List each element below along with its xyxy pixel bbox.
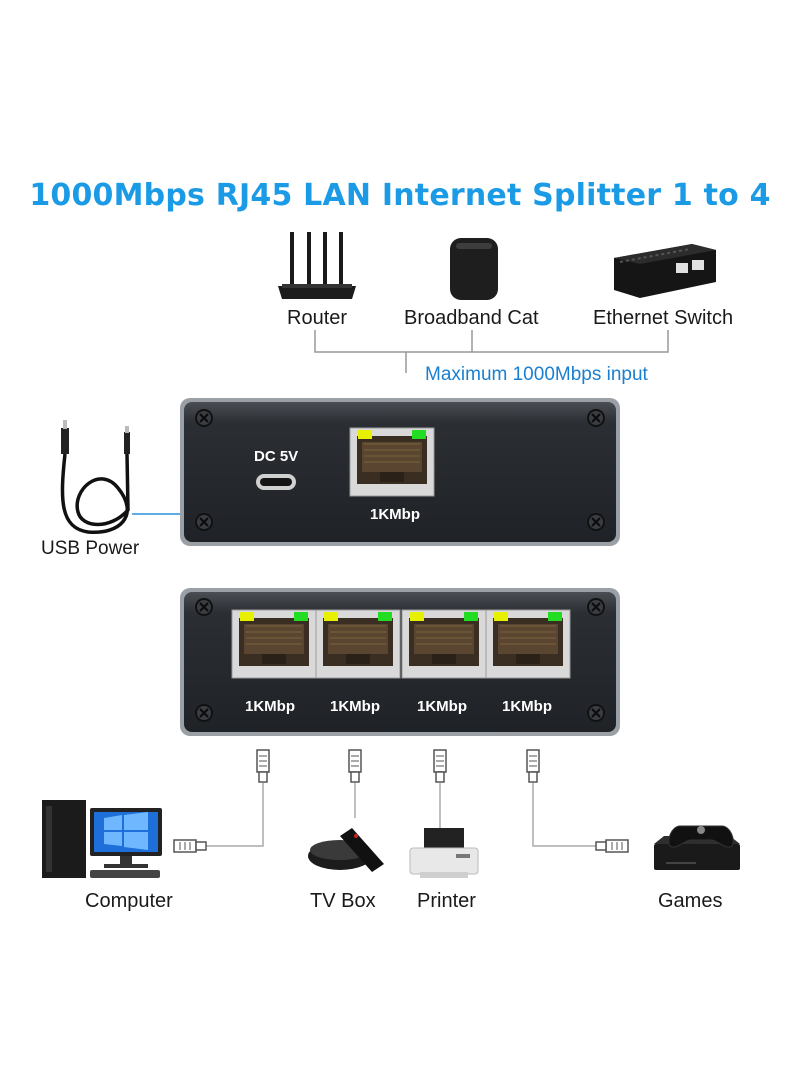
ethernet-plug-icon: [173, 839, 207, 853]
printer-icon: [409, 828, 479, 878]
ethernet-plug-icon: [348, 749, 362, 783]
router-label: Router: [287, 307, 348, 329]
computer-label: Computer: [85, 890, 173, 912]
output-port-label: 1KMbp: [502, 698, 552, 715]
dc-5v-label: DC 5V: [254, 448, 299, 465]
output-port-label: 1KMbp: [330, 698, 380, 715]
output-port-label: 1KMbp: [245, 698, 295, 715]
tv-box-label: TV Box: [310, 890, 376, 912]
usb-cable-icon: [60, 420, 130, 534]
games-label: Games: [658, 890, 723, 912]
usb-power-label: USB Power: [41, 538, 140, 559]
output-cables: [206, 783, 596, 847]
ethernet-plug-icon: [526, 749, 540, 783]
ethernet-switch-label: Ethernet Switch: [593, 307, 734, 329]
input-port-label: 1KMbp: [370, 506, 420, 523]
tv-box-icon: [308, 828, 384, 872]
broadband-label: Broadband Cat: [404, 307, 539, 329]
ethernet-switch-icon: [614, 244, 716, 298]
printer-label: Printer: [417, 890, 476, 912]
max-input-note: Maximum 1000Mbps input: [425, 364, 648, 385]
splitter-output-panel: [180, 588, 620, 736]
router-icon: [278, 232, 356, 299]
game-console-icon: [654, 825, 740, 870]
ethernet-plug-icon: [256, 749, 270, 783]
computer-icon: [42, 800, 162, 878]
input-bracket-line: [314, 330, 669, 373]
splitter-input-panel: [180, 398, 620, 546]
modem-icon: [450, 238, 498, 300]
ethernet-plug-icon: [595, 839, 629, 853]
page-title: 1000Mbps RJ45 LAN Internet Splitter 1 to…: [29, 178, 771, 213]
ethernet-plug-icon: [433, 749, 447, 783]
output-port-label: 1KMbp: [417, 698, 467, 715]
